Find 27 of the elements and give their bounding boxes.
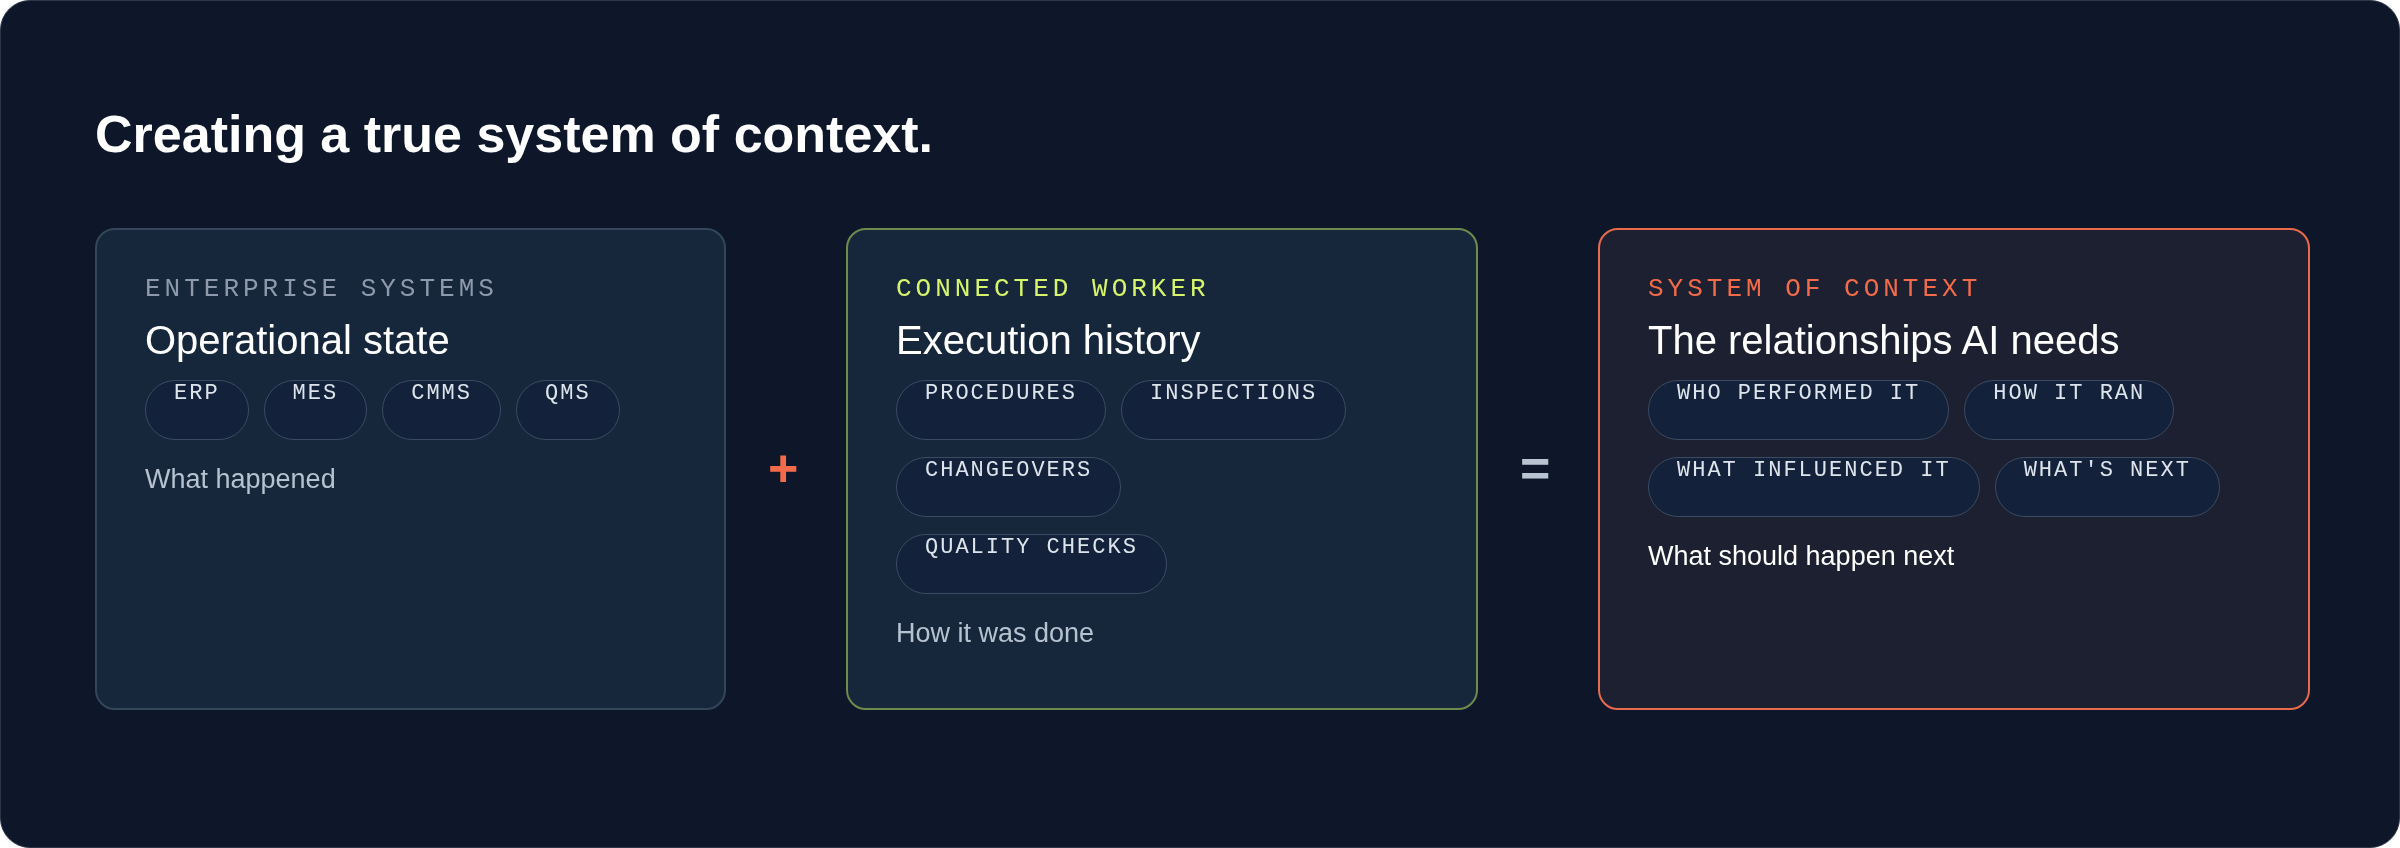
category-label: CONNECTED WORKER [896,274,1210,304]
title: Creating a true system of context. [95,104,933,164]
tag-chip: WHAT INFLUENCED IT [1648,457,1980,517]
card-panel [95,228,726,710]
tag-chip: QMS [516,380,620,440]
card-heading: Execution history [896,318,1201,363]
category-label: ENTERPRISE SYSTEMS [145,274,498,304]
tag-chip: WHO PERFORMED IT [1648,380,1950,440]
category-label: SYSTEM OF CONTEXT [1648,274,1982,304]
tag-chip: QUALITY CHECKS [896,534,1167,594]
tag-chip: HOW IT RAN [1964,380,2175,440]
card-note: What happened [145,464,336,495]
tag-chip: MES [263,380,368,440]
card-heading: The relationships AI needs [1648,318,2120,363]
card-heading: Operational state [145,318,450,363]
tag-chip: ERP [145,380,249,440]
plus-sign: + [768,442,799,494]
card-panel [1598,228,2310,710]
tag-chip: PROCEDURES [896,380,1107,440]
tag-chip: WHAT'S NEXT [1994,457,2220,517]
tag-chip: INSPECTIONS [1121,380,1347,440]
tag-chip: CHANGEOVERS [896,457,1122,517]
tag-chip: CMMS [382,380,502,440]
card-panel [846,228,1478,710]
card-note: What should happen next [1648,541,1955,572]
card-note: How it was done [896,618,1095,649]
equals-sign: = [1520,442,1551,494]
